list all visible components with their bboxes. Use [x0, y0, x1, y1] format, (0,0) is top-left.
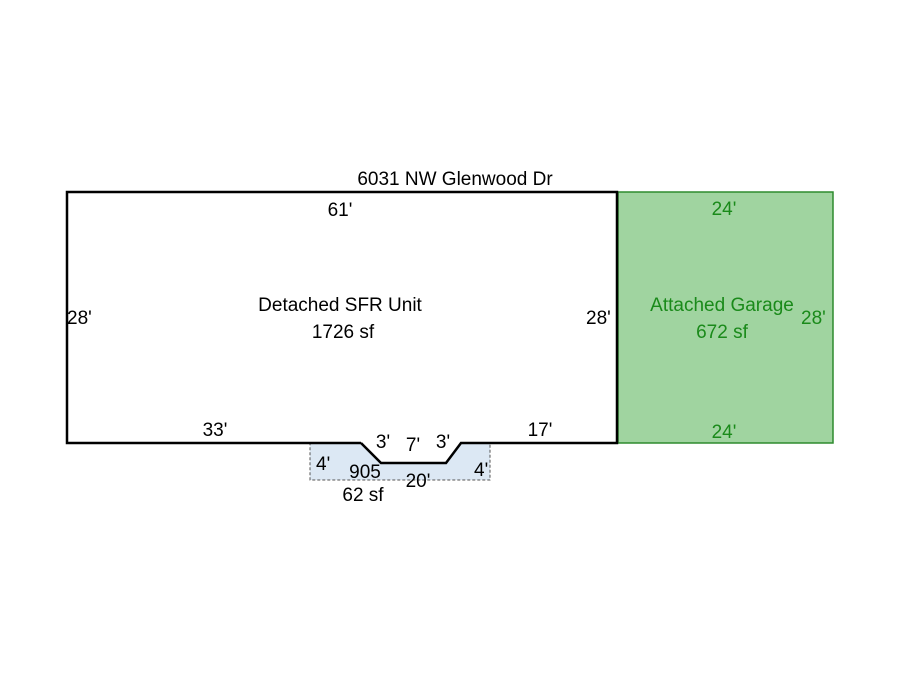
notch-middle-dim: 7' — [406, 435, 420, 456]
address-label: 6031 NW Glenwood Dr — [357, 169, 553, 190]
main-bottom-right-dim: 17' — [528, 420, 553, 441]
porch-area-label: 62 sf — [342, 485, 384, 506]
porch-right-dim: 4' — [474, 460, 488, 481]
main-unit-name: Detached SFR Unit — [258, 295, 422, 316]
porch-bottom-dim: 20' — [406, 471, 431, 492]
garage-area — [617, 191, 834, 444]
porch-area — [309, 442, 491, 481]
main-bottom-left-dim: 33' — [203, 420, 228, 441]
porch-code: 905 — [349, 462, 381, 483]
garage-name: Attached Garage — [650, 295, 794, 316]
garage-bottom-dim: 24' — [712, 422, 737, 443]
garage-area-label: 672 sf — [696, 322, 748, 343]
garage-right-dim: 28' — [801, 308, 826, 329]
main-unit-area: 1726 sf — [312, 322, 375, 343]
main-unit-outline — [65, 190, 619, 465]
garage-top-dim: 24' — [712, 199, 737, 220]
porch-left-dim: 4' — [316, 454, 330, 475]
notch-right-dim: 3' — [436, 432, 450, 453]
main-left-dim: 28' — [67, 308, 92, 329]
main-right-dim: 28' — [586, 308, 611, 329]
main-top-dim: 61' — [328, 200, 353, 221]
notch-left-dim: 3' — [376, 432, 390, 453]
